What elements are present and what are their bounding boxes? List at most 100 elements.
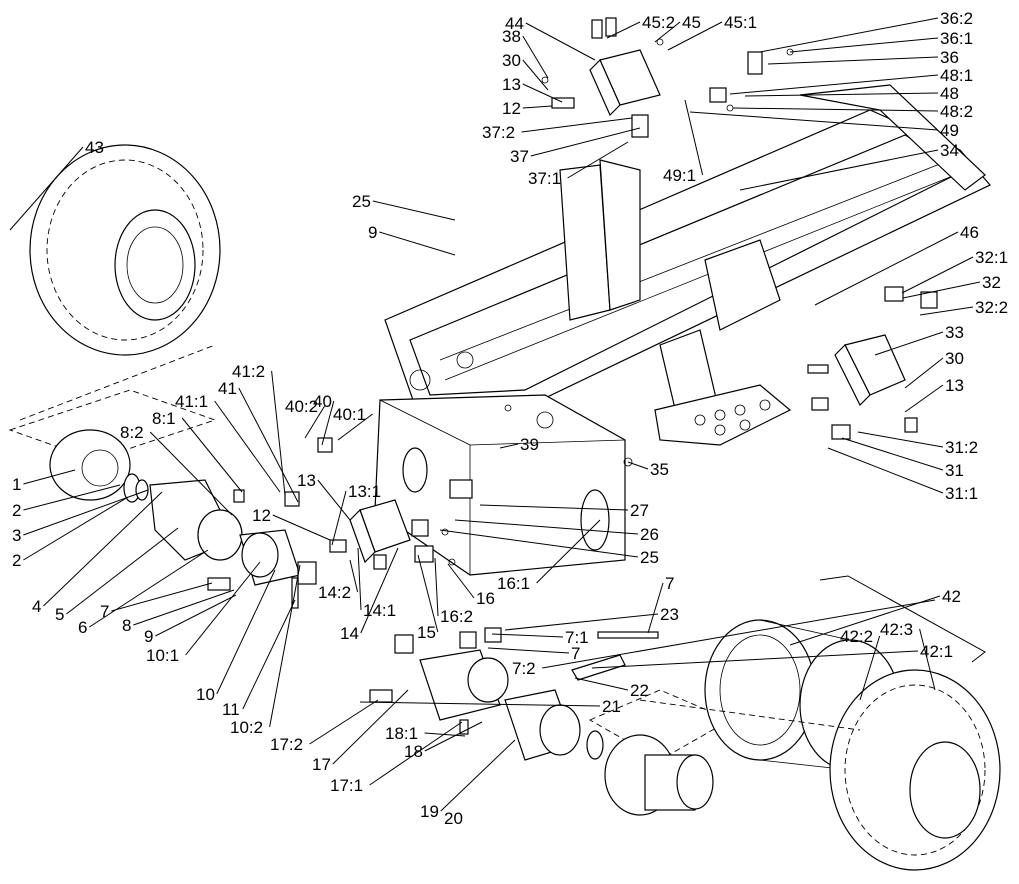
- callout-label: 13: [297, 471, 316, 490]
- callout-label: 7: [100, 602, 109, 621]
- callout-label: 35: [650, 460, 669, 479]
- leader-line: [627, 461, 649, 470]
- leader-line: [23, 496, 129, 561]
- leader-line: [359, 701, 601, 707]
- callout-label: 17:2: [270, 735, 303, 754]
- leader-line: [337, 413, 373, 441]
- callout-label: 34: [940, 141, 959, 160]
- callout-label: 45:1: [724, 13, 757, 32]
- leader-line: [522, 83, 563, 103]
- leader-line: [360, 547, 399, 634]
- right-valve-block: [807, 286, 938, 440]
- leader-line: [904, 384, 944, 413]
- callout-label: 46: [960, 223, 979, 242]
- leader-line: [689, 111, 939, 131]
- callout-label: 25: [640, 548, 659, 567]
- leader-line: [271, 370, 286, 496]
- callout-label: 40: [313, 392, 332, 411]
- callout-label: 37: [510, 147, 529, 166]
- leader-line: [43, 491, 163, 607]
- center-manifold: [329, 404, 633, 570]
- callout-label: 13:1: [348, 482, 381, 501]
- callout-label: 14: [340, 624, 359, 643]
- leader-line: [654, 21, 681, 43]
- callout-label: 36: [940, 48, 959, 67]
- callout-label: 18: [404, 742, 423, 761]
- callout-label: 4: [32, 597, 41, 616]
- leader-line: [732, 107, 939, 112]
- leader-line: [521, 117, 633, 133]
- leader-line: [66, 527, 179, 615]
- callout-label: 9: [144, 627, 153, 646]
- leader-line: [424, 732, 466, 737]
- callout-label: 36:2: [940, 9, 973, 28]
- callout-label: 7: [665, 574, 674, 593]
- callout-label: 2: [12, 551, 21, 570]
- leader-line: [133, 589, 235, 626]
- callout-label: 49:1: [663, 166, 696, 185]
- leader-line: [454, 519, 639, 535]
- leader-line: [491, 633, 564, 638]
- leader-line: [272, 514, 331, 541]
- leader-line: [111, 582, 213, 612]
- leader-line: [304, 405, 326, 439]
- callout-label: 42:2: [840, 627, 873, 646]
- leader-line: [369, 721, 463, 786]
- leader-line: [357, 547, 362, 611]
- callout-label: 40:1: [333, 405, 366, 424]
- leader-line: [901, 256, 974, 294]
- callout-label: 23: [660, 605, 679, 624]
- callout-label: 9: [368, 223, 377, 242]
- leader-line: [214, 400, 281, 493]
- callout-label: 10: [196, 685, 215, 704]
- leader-line: [434, 557, 439, 617]
- callout-label: 41:1: [175, 392, 208, 411]
- leader-line: [904, 357, 944, 389]
- callout-label: 30: [945, 349, 964, 368]
- callout-label: 36:1: [940, 29, 973, 48]
- leader-line: [349, 559, 359, 593]
- callout-label: 8: [122, 616, 131, 635]
- leader-line: [487, 647, 570, 654]
- callout-label: 12: [502, 99, 521, 118]
- leader-line: [439, 529, 639, 558]
- callout-label: 16:2: [440, 607, 473, 626]
- callout-label: 11: [222, 700, 240, 719]
- leader-line: [185, 561, 261, 656]
- leader-line: [23, 469, 76, 485]
- leader-line: [309, 699, 379, 745]
- callout-label: 25: [352, 192, 371, 211]
- callout-label: 48: [940, 84, 959, 103]
- callout-label: 45: [682, 13, 701, 32]
- callout-label: 38: [502, 27, 521, 46]
- leader-line: [89, 549, 209, 628]
- callout-label: 8:1: [152, 409, 176, 428]
- leader-lines: [9, 17, 981, 812]
- leader-line: [238, 387, 299, 503]
- leader-line: [919, 306, 974, 316]
- leader-line: [149, 431, 233, 516]
- callout-label: 40:2: [285, 397, 318, 416]
- leader-line: [23, 484, 121, 511]
- leader-line: [530, 127, 641, 157]
- callout-label: 44: [505, 14, 524, 33]
- leader-line: [332, 689, 409, 765]
- callout-label: 32: [982, 273, 1001, 292]
- leader-line: [874, 331, 944, 356]
- right-drive-assembly: [369, 627, 732, 816]
- callout-label: 18:1: [385, 724, 418, 743]
- leader-line: [504, 613, 659, 631]
- leader-line: [767, 56, 939, 65]
- leader-line: [321, 400, 335, 446]
- leader-line: [447, 563, 475, 599]
- callout-label: 41:2: [232, 362, 265, 381]
- callout-label: 5: [55, 605, 64, 624]
- leader-line: [9, 146, 84, 231]
- leader-line: [574, 677, 629, 691]
- leader-line: [216, 569, 276, 695]
- callout-label: 19: [420, 802, 439, 821]
- leader-line: [919, 628, 936, 691]
- leader-line: [499, 443, 519, 449]
- callout-label: 42:1: [920, 642, 953, 661]
- leader-line: [155, 594, 237, 637]
